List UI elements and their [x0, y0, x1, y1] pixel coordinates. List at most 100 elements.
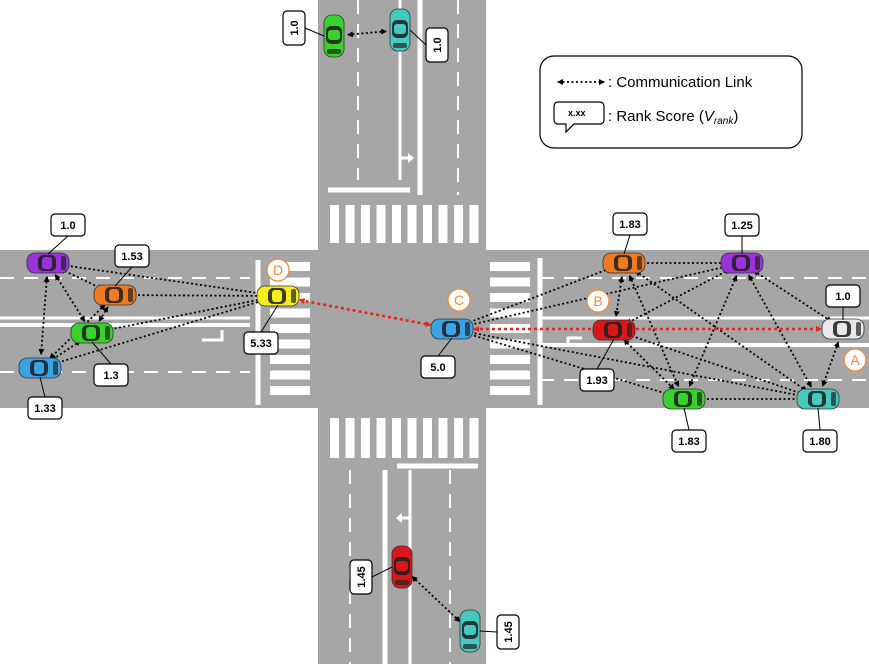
svg-text:D: D: [273, 262, 283, 278]
svg-text:1.80: 1.80: [809, 436, 830, 448]
crosswalk-stripe: [361, 418, 370, 458]
communication-link: [613, 275, 625, 318]
rank-score-s-cyan: 1.45: [479, 614, 520, 650]
car-red-b: [592, 319, 636, 341]
crosswalk-stripe: [469, 205, 479, 243]
crosswalk-stripe: [376, 205, 386, 243]
vehicle-letter-d: D: [266, 258, 290, 282]
rank-score-callouts: 1.0 1.0 1.0 1.53 1.3 1.33 5.33 D 5.0 C 1.83 1.25 1.9…: [27, 10, 867, 650]
crosswalk-stripe: [392, 418, 401, 458]
legend-comm-link-label: : Communication Link: [608, 74, 753, 91]
svg-text:1.53: 1.53: [121, 251, 142, 263]
crosswalk-stripe: [270, 262, 310, 271]
car-s-red: [391, 545, 413, 589]
crosswalk-stripe: [270, 370, 310, 380]
rank-score-s-red: 1.45: [349, 559, 393, 595]
rank-score-white-car: 1.0: [825, 284, 861, 320]
crosswalk-stripe: [490, 355, 530, 364]
svg-text:B: B: [593, 293, 602, 309]
crosswalk-stripe: [361, 205, 370, 243]
crosswalk-stripe: [438, 418, 448, 458]
rank-score-yellow-d: 5.33: [243, 304, 279, 355]
crosswalk-stripe: [376, 418, 386, 458]
crosswalk-stripe: [423, 418, 432, 458]
crosswalk-stripe: [392, 205, 401, 243]
rank-score-e-purple: 1.25: [724, 213, 760, 254]
vehicle-letter-c: C: [447, 288, 471, 312]
priority-link: [298, 298, 432, 327]
communication-link: [52, 298, 266, 366]
legend-box: [539, 55, 803, 149]
crosswalk-stripe: [330, 418, 339, 458]
svg-text:5.33: 5.33: [250, 338, 271, 350]
car-s-cyan: [459, 609, 481, 653]
car-white-car: [821, 318, 865, 340]
crosswalk-stripe: [270, 355, 310, 364]
crosswalk-stripe: [469, 418, 479, 458]
crosswalk-stripe: [407, 418, 417, 458]
rank-score-n-cyan: 1.0: [409, 27, 449, 63]
svg-text:5.0: 5.0: [430, 362, 445, 374]
svg-text:1.33: 1.33: [34, 403, 55, 415]
communication-link: [127, 292, 266, 299]
crosswalk-stripe: [490, 277, 530, 287]
car-yellow-d: [256, 285, 300, 307]
car-w-blue: [18, 357, 62, 379]
crosswalk-stripe: [454, 205, 463, 243]
legend-rank-label: : Rank Score (Vrank): [608, 108, 738, 127]
legend-callout-sample: [553, 101, 605, 134]
crosswalk-stripe: [345, 418, 355, 458]
svg-text:C: C: [454, 292, 464, 308]
vehicle-letter-a: A: [843, 348, 867, 372]
svg-text:1.93: 1.93: [586, 375, 607, 387]
rank-score-w-blue: 1.33: [27, 376, 63, 420]
rank-score-w-green: 1.3: [91, 341, 129, 387]
crosswalk-stripe: [454, 418, 463, 458]
crosswalk-stripe: [407, 205, 417, 243]
car-cyan-a: [796, 388, 840, 410]
vehicle-letter-b: B: [586, 289, 610, 313]
car-n-cyan: [389, 8, 411, 52]
communication-link: [411, 575, 461, 623]
svg-text:A: A: [850, 352, 860, 368]
crosswalk-stripe: [270, 308, 310, 318]
communication-link: [38, 275, 50, 356]
communication-link: [752, 269, 833, 323]
legend-rank-sample: x.xx: [568, 108, 586, 118]
car-n-green: [323, 14, 345, 58]
car-w-green: [70, 322, 114, 344]
crosswalk-stripe: [423, 205, 432, 243]
crosswalk-stripe: [490, 386, 530, 395]
svg-text:1.45: 1.45: [503, 621, 515, 642]
communication-link: [821, 341, 840, 387]
car-w-orange: [93, 284, 137, 306]
car-e-purple: [720, 252, 764, 274]
rank-score-cyan-a: 1.80: [802, 407, 838, 453]
crosswalk-stripe: [438, 205, 448, 243]
svg-text:1.83: 1.83: [678, 436, 699, 448]
crosswalk-stripe: [330, 205, 339, 243]
svg-text:1.0: 1.0: [60, 220, 75, 232]
svg-text:1.0: 1.0: [289, 20, 301, 35]
svg-text:1.3: 1.3: [103, 370, 118, 382]
rank-score-e-orange: 1.83: [612, 212, 648, 255]
crosswalk-stripe: [490, 370, 530, 380]
svg-text:1.0: 1.0: [835, 291, 850, 303]
svg-text:1.25: 1.25: [731, 220, 752, 232]
svg-text:1.0: 1.0: [432, 37, 444, 52]
car-e-green: [662, 388, 706, 410]
communication-links: [38, 28, 840, 623]
svg-text:1.83: 1.83: [619, 219, 640, 231]
svg-text:1.45: 1.45: [356, 566, 368, 587]
crosswalk-stripe: [345, 205, 355, 243]
crosswalk-stripe: [270, 277, 310, 287]
crosswalk-stripe: [270, 324, 310, 333]
car-blue-c: [430, 318, 474, 340]
rank-score-blue-c: 5.0: [420, 337, 456, 379]
car-w-purple: [26, 252, 70, 274]
crosswalk-stripe: [270, 386, 310, 395]
crosswalk-stripe: [490, 262, 530, 271]
legend: : Communication Link x.xx : Rank Score (…: [539, 55, 803, 149]
rank-score-e-green: 1.83: [671, 407, 707, 453]
